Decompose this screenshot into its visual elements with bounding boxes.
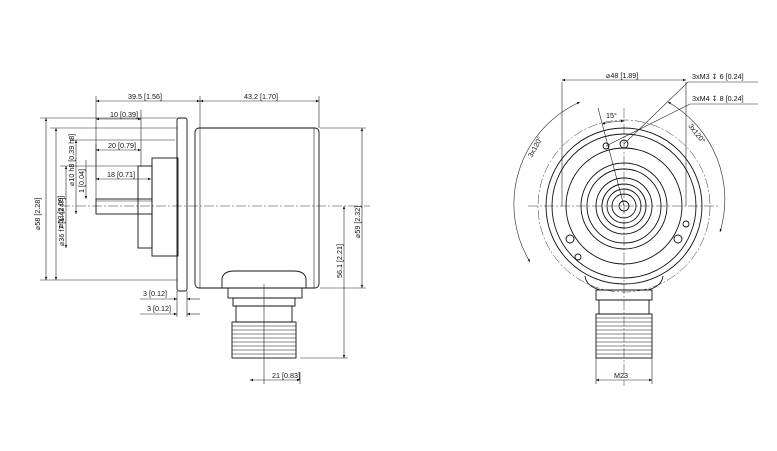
dim-dia-48: ⌀48 [1.89] xyxy=(606,71,638,80)
dim-chamfer: 1 [0.04] xyxy=(77,169,86,193)
m3-hole-top xyxy=(619,139,629,149)
m4-hole-left xyxy=(574,253,582,261)
housing xyxy=(194,127,320,289)
front-shaft xyxy=(618,200,630,212)
label-angle-15: 15° xyxy=(606,111,617,120)
dim-height-56: 56.1 [2.21] xyxy=(335,244,344,278)
dim-connector-offset: 21 [0.83] xyxy=(272,371,300,380)
m4-hole-right xyxy=(682,220,690,228)
dim-flange-step: 10 [0.39] xyxy=(110,110,138,119)
dim-flange-thickness-2: 3 [0.12] xyxy=(147,304,171,313)
dim-shaft-step: 18 [0.71] xyxy=(107,170,135,179)
m3-hole-left xyxy=(565,234,575,244)
flange xyxy=(176,117,188,292)
dim-flange-thickness-1: 3 [0.12] xyxy=(143,289,167,298)
dim-dia-59: ⌀59 [2.32] xyxy=(353,206,362,238)
side-view: 39.5 [1.56] 43.2 [1.70] 10 [0.39] 20 [0.… xyxy=(33,92,370,384)
label-m3-holes: 3xM3 ↧ 6 [0.24] xyxy=(692,72,744,81)
label-thread-m23: M23 xyxy=(614,371,628,380)
dim-dia-36: ⌀36 f7 [1.42 f7] xyxy=(57,198,66,246)
front-view: ⌀48 [1.89] 3xM3 ↧ 6 [0.24] 3xM4 ↧ 8 [0.2… xyxy=(513,71,758,386)
dim-body-length: 43.2 [1.70] xyxy=(244,92,278,101)
label-m4-holes: 3xM4 ↧ 8 [0.24] xyxy=(692,94,744,103)
dim-dia-53: ⌀53 [2.09] xyxy=(56,196,65,228)
dim-dia-10: ⌀10 h8 [0.39 h8] xyxy=(67,134,76,186)
spigot xyxy=(137,165,153,249)
dim-dia-58: ⌀58 [2.28] xyxy=(33,198,42,230)
dim-spigot-length: 20 [0.79] xyxy=(108,141,136,150)
label-angle-120-left: 3x120° xyxy=(526,135,545,159)
label-angle-120-right: 3x120° xyxy=(686,122,707,145)
spigot-inner xyxy=(151,157,179,257)
front-connector xyxy=(584,275,664,359)
side-connector xyxy=(221,270,307,372)
dim-shaft-length: 39.5 [1.56] xyxy=(128,92,162,101)
m3-hole-right xyxy=(673,234,683,244)
m4-hole-top xyxy=(602,142,610,150)
